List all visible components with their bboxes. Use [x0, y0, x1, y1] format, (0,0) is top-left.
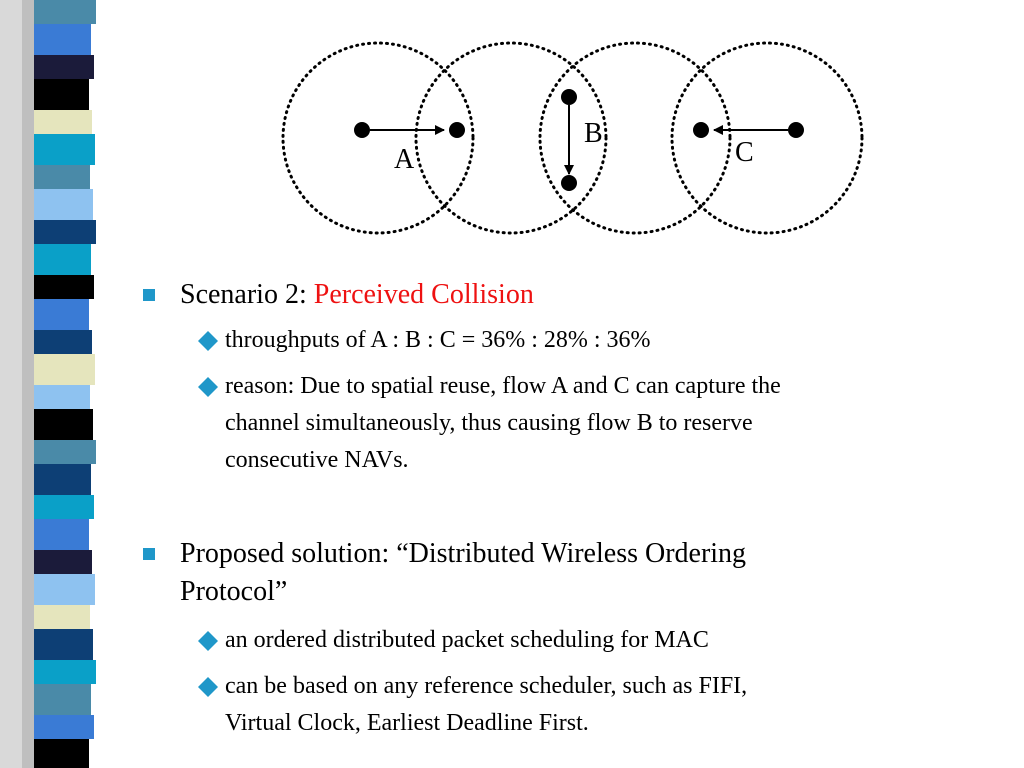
stripe-block [34, 629, 93, 660]
stripe-block [34, 220, 96, 244]
range-circle-a-sender [281, 41, 475, 235]
text-line: reason: Due to spatial reuse, flow A and… [225, 373, 781, 399]
stripe-block [34, 189, 93, 220]
bullet-text: Scenario 2: Perceived Collision [180, 276, 940, 314]
stripe-block [34, 55, 94, 79]
range-circle-c [670, 41, 864, 235]
bullet-scenario: Scenario 2: Perceived Collision [143, 276, 940, 314]
range-circle-a-receiver [414, 41, 608, 235]
sub-bullet-reason: reason: Due to spatial reuse, flow A and… [197, 368, 995, 479]
stripe-block [34, 574, 95, 605]
sub-bullet-text: an ordered distributed packet scheduling… [225, 622, 995, 659]
scenario-highlight: Perceived Collision [313, 279, 534, 310]
stripe-block [34, 684, 91, 715]
stripe-block [34, 550, 92, 574]
diamond-bullet-icon [198, 677, 218, 697]
scenario-label: Scenario 2: [180, 279, 314, 310]
stripe-block [34, 330, 92, 354]
stripe-block [34, 605, 90, 629]
node-a-sender [354, 122, 370, 138]
text-line: Virtual Clock, Earliest Deadline First. [225, 710, 589, 736]
diamond-bullet-icon [198, 631, 218, 651]
stripe-block [34, 495, 94, 519]
decorative-stripe [0, 0, 120, 768]
sub-bullet-text: can be based on any reference scheduler,… [225, 668, 995, 742]
range-circle-b [538, 41, 732, 235]
sub-bullet-throughputs: throughputs of A : B : C = 36% : 28% : 3… [197, 322, 995, 359]
stripe-block [34, 519, 89, 550]
text-line: channel simultaneously, thus causing flo… [225, 410, 753, 436]
stripe-block [34, 0, 96, 24]
text-line: Protocol” [180, 576, 288, 607]
stripe-block [34, 739, 89, 768]
stripe-block [34, 715, 94, 739]
stripe-block [34, 409, 93, 440]
stripe-block [34, 134, 95, 165]
stripe-block [34, 354, 95, 385]
node-b-sender [561, 89, 577, 105]
stripe-block [34, 165, 90, 189]
stripe-block [34, 440, 96, 464]
stripe-block [34, 299, 89, 330]
stripe-block [34, 79, 89, 110]
stripe-block [34, 244, 91, 275]
text-line: Proposed solution: “Distributed Wireless… [180, 538, 747, 569]
sub-bullet-text: throughputs of A : B : C = 36% : 28% : 3… [225, 322, 995, 359]
node-c-sender [788, 122, 804, 138]
text-line: throughputs of A : B : C = 36% : 28% : 3… [225, 327, 651, 353]
label-b: B [584, 118, 603, 149]
bullet-text: Proposed solution: “Distributed Wireless… [180, 535, 940, 611]
diamond-bullet-icon [198, 377, 218, 397]
sub-bullet-text: reason: Due to spatial reuse, flow A and… [225, 368, 995, 479]
text-line: an ordered distributed packet scheduling… [225, 627, 709, 653]
stripe-block [34, 275, 94, 299]
stripe-block [34, 464, 91, 495]
sub-bullet-ordered-scheduling: an ordered distributed packet scheduling… [197, 622, 995, 659]
square-bullet-icon [143, 289, 155, 301]
stripe-block [34, 24, 91, 55]
stripe-block [34, 110, 92, 134]
node-b-receiver [561, 175, 577, 191]
stripe-block [34, 660, 96, 684]
text-line: can be based on any reference scheduler,… [225, 673, 748, 699]
network-diagram: A B C [281, 41, 864, 235]
square-bullet-icon [143, 548, 155, 560]
label-a: A [394, 144, 415, 175]
diamond-bullet-icon [198, 331, 218, 351]
text-line: consecutive NAVs. [225, 447, 409, 473]
label-c: C [735, 137, 754, 168]
bullet-proposed-solution: Proposed solution: “Distributed Wireless… [143, 535, 940, 611]
sub-bullet-reference-scheduler: can be based on any reference scheduler,… [197, 668, 995, 742]
node-c-receiver [693, 122, 709, 138]
stripe-block [34, 385, 90, 409]
node-a-receiver [449, 122, 465, 138]
